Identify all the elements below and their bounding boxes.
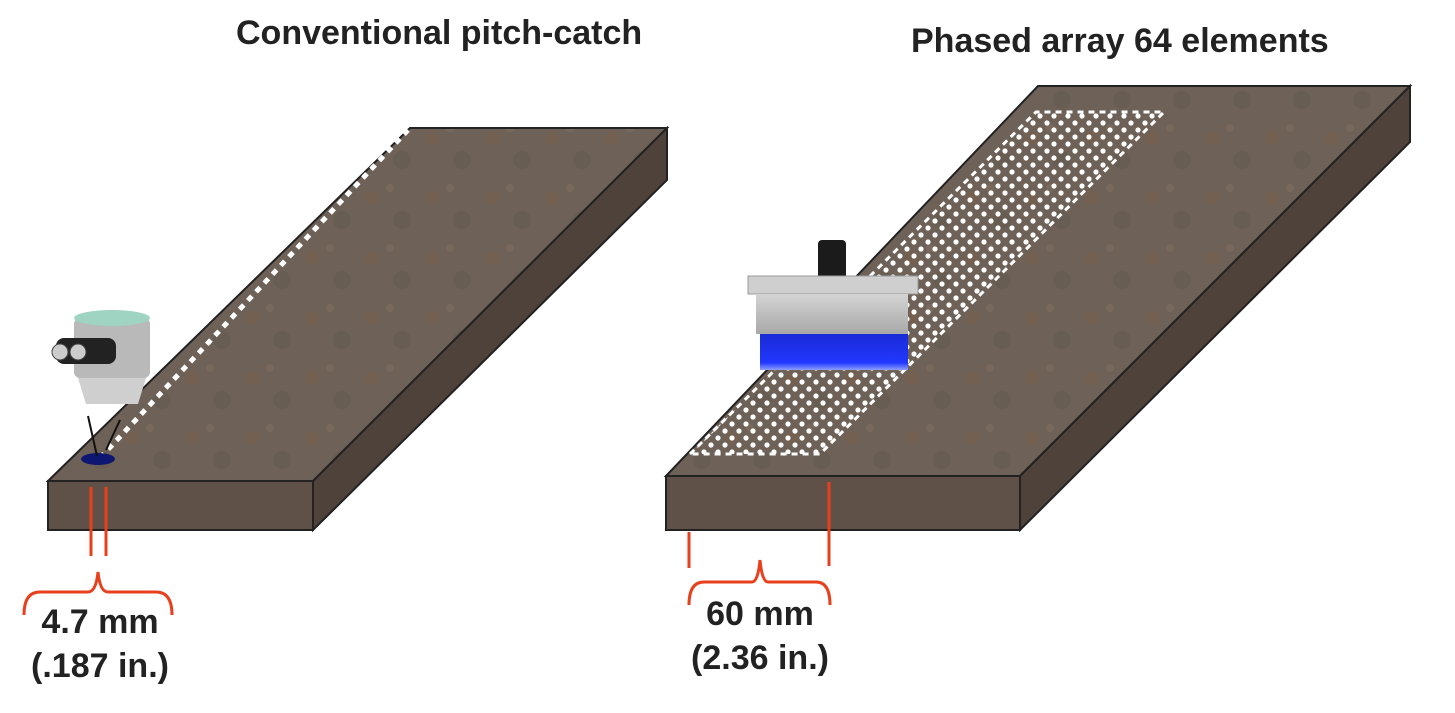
left-dimension-mm: 4.7 mm (41, 603, 159, 641)
left-plate-front (47, 480, 314, 531)
ultrasonic-beam (760, 334, 908, 370)
left-dimension-label: 4.7 mm (.187 in.) (20, 600, 180, 688)
right-brace (687, 559, 832, 606)
right-plate-front (665, 475, 1021, 531)
left-plate-top (45, 127, 670, 482)
left-incident-ray (87, 415, 98, 457)
left-title: Conventional pitch-catch (236, 14, 643, 52)
phased-array-probe-icon (747, 240, 919, 370)
left-steel-plate (22, 125, 670, 616)
right-dimension-mm: 60 mm (706, 595, 814, 633)
dual-element-transducer-icon (51, 310, 150, 404)
right-dimension-label: 60 mm (2.36 in.) (680, 592, 840, 680)
left-reflected-ray (105, 419, 121, 451)
left-dimension-in: (.187 in.) (31, 647, 169, 685)
left-contact-spot (81, 453, 115, 465)
right-steel-plate (663, 83, 1413, 606)
left-scan-line (98, 128, 410, 460)
right-dimension-in: (2.36 in.) (691, 639, 829, 677)
right-title: Phased array 64 elements (911, 22, 1329, 60)
left-brace (22, 571, 174, 616)
right-dimension-marker (687, 482, 832, 606)
left-dimension-marker (22, 487, 174, 616)
